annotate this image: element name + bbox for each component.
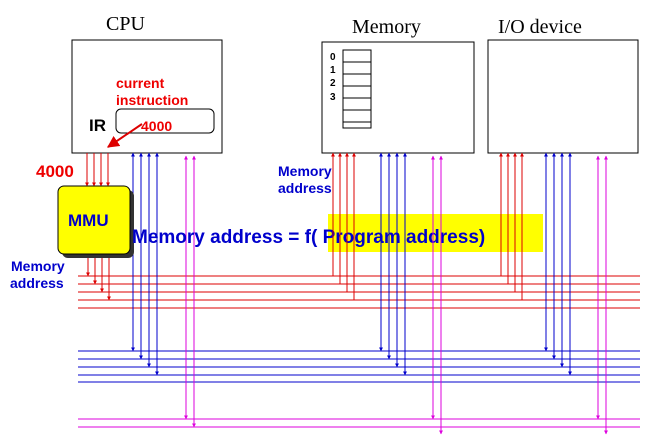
control-bus (78, 418, 640, 428)
cpu-box (71, 39, 223, 154)
io-device-box (487, 39, 639, 154)
memory-data-lines (379, 152, 407, 376)
io-address-lines (499, 152, 524, 300)
mmu-input-value: 4000 (36, 162, 74, 181)
current-instruction-label-1: current (116, 75, 165, 91)
current-instruction-arrow (107, 123, 143, 148)
formula-text: Memory address = f( Program address) (132, 227, 485, 248)
memory-input-label-2: address (278, 180, 332, 196)
formula-highlight (328, 214, 543, 252)
memory-address-lines (331, 152, 356, 300)
ir-label: IR (89, 116, 106, 135)
ir-value: 4000 (141, 118, 172, 134)
mmu-output-label-2: address (10, 275, 64, 291)
memory-cell-label: 2 (330, 78, 336, 89)
memory-cell (342, 85, 372, 99)
cpu-title: CPU (106, 13, 145, 35)
data-bus (78, 350, 640, 383)
mmu-output-label-1: Memory (11, 258, 65, 274)
memory-title: Memory (352, 16, 421, 38)
memory-control-lines (431, 155, 443, 435)
memory-cell-label: 1 (330, 65, 336, 76)
memory-cell (342, 61, 372, 75)
mmu-to-bus-address-lines (86, 258, 111, 301)
address-bus (78, 275, 640, 309)
memory-cell (342, 97, 372, 111)
cpu-data-lines (131, 152, 159, 376)
memory-cell (342, 73, 372, 87)
current-instruction-label-2: instruction (116, 92, 188, 108)
memory-cell-label: 3 (330, 92, 336, 103)
cpu-to-mmu-address-lines (85, 153, 110, 187)
io-device-title: I/O device (498, 16, 582, 38)
memory-cells (342, 49, 372, 129)
memory-cell (342, 121, 372, 129)
cpu-control-lines (184, 155, 196, 428)
memory-input-label-1: Memory (278, 163, 332, 179)
io-data-lines (544, 152, 572, 376)
instruction-register (115, 108, 215, 134)
memory-cell (342, 49, 372, 63)
memory-cell-label: 0 (330, 52, 336, 63)
mmu-label: MMU (68, 211, 109, 230)
memory-cell (342, 109, 372, 123)
mmu-box (57, 185, 131, 255)
io-control-lines (596, 155, 608, 435)
